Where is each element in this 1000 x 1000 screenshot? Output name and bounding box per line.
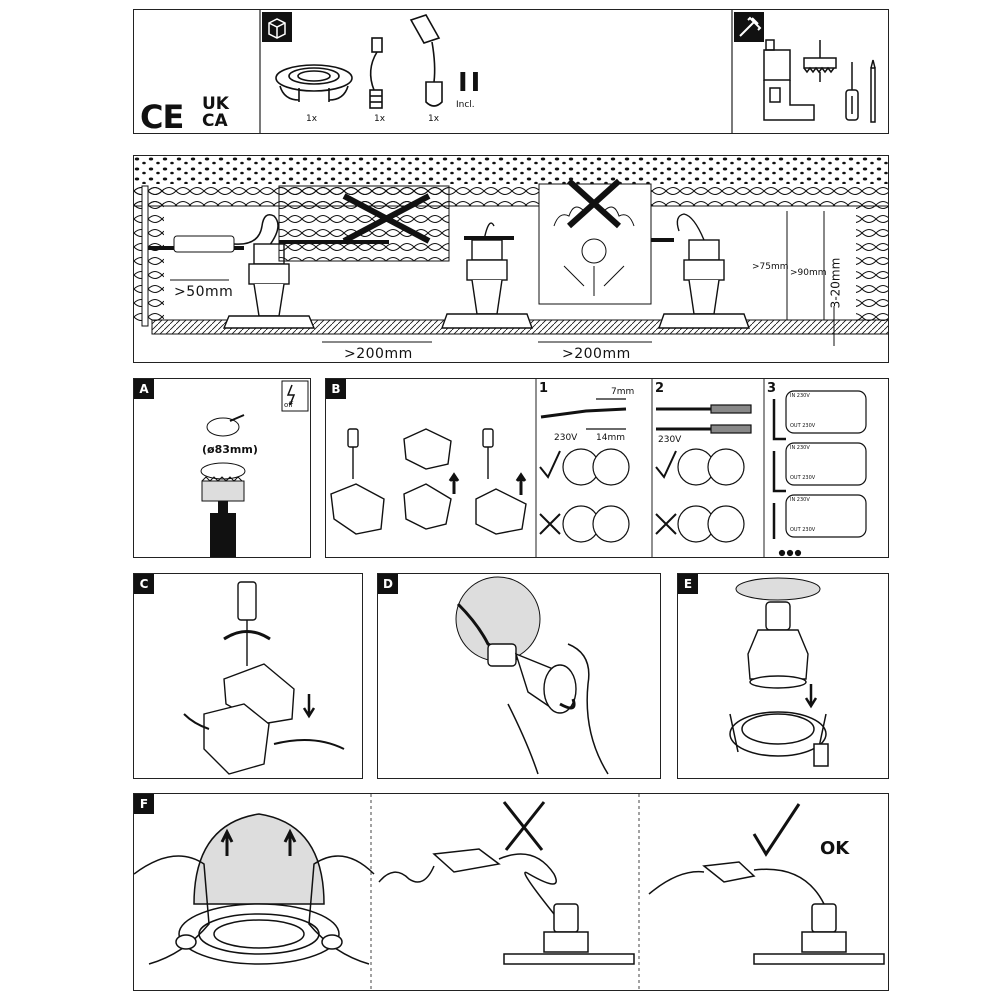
- step1-voltage-label: 230V: [554, 433, 578, 443]
- qty-junction: 1x: [428, 114, 440, 124]
- connector-cable-icon: [369, 37, 383, 109]
- step-1-number: 1: [539, 381, 549, 396]
- junction-box-icon: [409, 14, 443, 107]
- panel-f-drawing: [134, 794, 885, 990]
- lamp-insert: [747, 601, 809, 689]
- out-label-2: OUT 230V: [790, 475, 816, 481]
- dimension-lines: [170, 211, 835, 346]
- junction-open-sequence: [330, 428, 527, 535]
- wrong-cable-setup: [378, 801, 635, 965]
- step-3-number: 3: [767, 381, 777, 396]
- qty-downlight: 1x: [306, 114, 318, 124]
- wrong-heat-cross: [538, 178, 652, 305]
- driver-box: [173, 214, 279, 253]
- dim-ceiling-label: 3-20mm: [828, 257, 843, 309]
- panel-c: C: [133, 573, 363, 779]
- correct-cable-setup: [648, 803, 885, 965]
- pencil-icon: [870, 59, 876, 123]
- panel-b-tag: B: [326, 379, 346, 399]
- downlight-ring: [729, 711, 829, 767]
- lamp-holder-connect: [487, 643, 577, 714]
- panel-e: E: [677, 573, 889, 779]
- strip-wire-step: [539, 398, 630, 543]
- panel-a: A (ø83mm) off: [133, 378, 311, 558]
- ce-mark: CE: [140, 98, 184, 134]
- dim-edge-label: >50mm: [174, 284, 234, 300]
- dim-depth1-label: >75mm: [752, 262, 789, 272]
- panel-b: B: [325, 378, 889, 558]
- panel-b-drawing: [330, 379, 867, 557]
- panel-c-tag: C: [134, 574, 154, 594]
- qty-connector: 1x: [374, 114, 386, 124]
- panel-a-drawing: [200, 380, 309, 557]
- panel-d-tag: D: [378, 574, 398, 594]
- hole-size-label: (ø83mm): [202, 443, 258, 456]
- panel-c-drawing: [183, 581, 345, 775]
- fixture-2: [441, 222, 533, 329]
- panel-d: D: [377, 573, 661, 779]
- dim-gap2-label: >200mm: [562, 346, 631, 362]
- downlight-icon: [275, 64, 353, 102]
- panel-d-drawing: [455, 576, 609, 775]
- step-2-number: 2: [655, 381, 665, 396]
- junction-close: [183, 663, 345, 775]
- fixture-3: [658, 213, 750, 329]
- power-off-icon: [286, 384, 296, 406]
- hole-saw-icon: [803, 40, 837, 82]
- off-label: off: [284, 401, 294, 409]
- strip-length-label: 7mm: [611, 387, 635, 397]
- drill-icon: [763, 39, 815, 121]
- box-icon: [262, 12, 292, 42]
- hole-saw-drill: [201, 476, 245, 557]
- fixture-1: [222, 243, 316, 329]
- in-label-1: IN 230V: [790, 393, 810, 399]
- in-label-3: IN 230V: [790, 497, 810, 503]
- installation-drawing: [134, 156, 888, 346]
- out-label-3: OUT 230V: [790, 527, 816, 533]
- included-label: Incl.: [456, 100, 475, 110]
- panel-f-tag: F: [134, 794, 154, 814]
- out-label-1: OUT 230V: [790, 423, 816, 429]
- ca-mark: CA: [202, 111, 228, 131]
- class-ii-symbol: II: [458, 68, 484, 98]
- panel-a-tag: A: [134, 379, 154, 399]
- wrong-insulation-cross: [278, 185, 450, 262]
- insert-wire-step: [655, 404, 752, 543]
- sheath-length-label: 14mm: [596, 433, 625, 443]
- installation-panel: >50mm >200mm >200mm >75mm >90mm 3-20mm: [133, 155, 889, 363]
- header-drawing: [259, 10, 876, 133]
- ok-label: OK: [820, 838, 850, 859]
- press-in-light: [134, 813, 375, 965]
- step2-voltage-label: 230V: [658, 435, 682, 445]
- panel-f: F: [133, 793, 889, 991]
- in-label-2: IN 230V: [790, 445, 810, 451]
- panel-e-drawing: [729, 577, 829, 767]
- panel-e-tag: E: [678, 574, 698, 594]
- tools-header-icon: [734, 12, 764, 42]
- dim-gap1-label: >200mm: [344, 346, 413, 362]
- header-panel: CE UK CA 1x 1x 1x II Incl.: [133, 9, 889, 134]
- screwdriver-close-icon: [223, 581, 271, 666]
- dim-depth2-label: >90mm: [790, 268, 827, 278]
- screwdriver-icon: [845, 62, 859, 121]
- uk-mark: UK: [202, 94, 229, 114]
- daisy-chain-step: [772, 390, 867, 557]
